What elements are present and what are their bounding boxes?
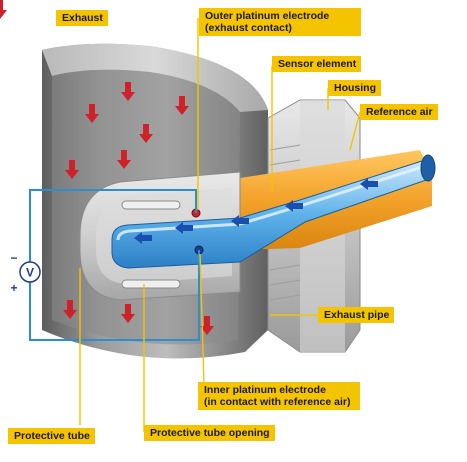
red-down-arrow-icon [0, 0, 7, 19]
voltmeter-symbol: V [26, 266, 34, 280]
label-exhaust-pipe: Exhaust pipe [318, 307, 395, 323]
tube-opening-upper [121, 200, 181, 210]
leader-lines [79, 18, 361, 432]
label-housing: Housing [328, 80, 381, 96]
measurement-wiring [29, 189, 200, 341]
voltmeter-plus: + [10, 281, 17, 295]
voltmeter-minus: − [10, 251, 17, 265]
label-inner-platinum-electrode: Inner platinum electrode (in contact wit… [198, 382, 360, 410]
reference-air-channel [111, 154, 436, 269]
label-protective-tube-opening: Protective tube opening [144, 425, 275, 441]
label-outer-platinum-electrode: Outer platinum electrode (exhaust contac… [199, 8, 361, 36]
label-protective-tube: Protective tube [8, 428, 95, 444]
tube-opening-lower [121, 279, 181, 289]
label-reference-air: Reference air [360, 104, 438, 120]
label-sensor-element: Sensor element [272, 56, 362, 72]
voltmeter-icon: V − + [10, 251, 41, 295]
exhaust-flow-arrows [0, 0, 214, 335]
label-exhaust: Exhaust [56, 10, 108, 26]
